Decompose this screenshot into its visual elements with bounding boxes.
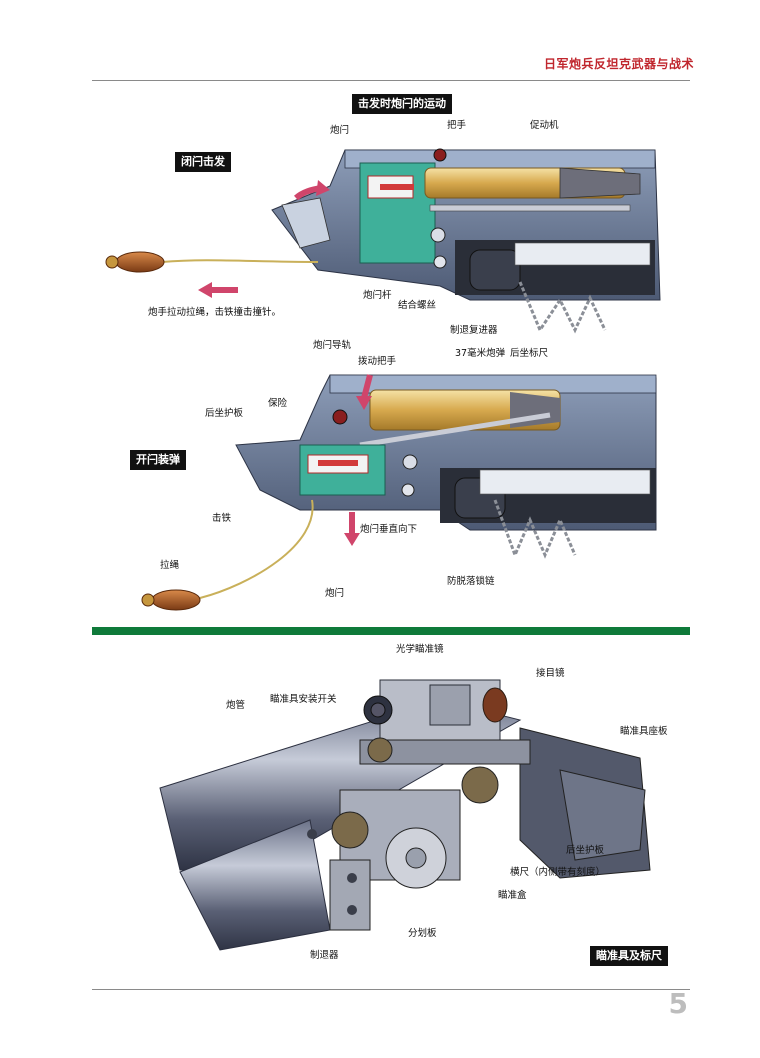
footer-divider (92, 989, 690, 990)
label-actuator: 促动机 (530, 120, 559, 131)
label-breech-drop: 炮闩垂直向下 (360, 524, 418, 535)
label-reticle-plate: 分划板 (408, 928, 437, 939)
label-anti-drop-chain: 防脱落锁链 (447, 576, 495, 587)
section1-tag: 闭闩击发 (175, 152, 231, 172)
label-breech: 炮闩 (330, 125, 350, 136)
label-optical-sight: 光学瞄准镜 (396, 644, 444, 655)
firing-lanyard (105, 251, 319, 273)
loading-lanyard (141, 499, 314, 611)
page-number: 5 (668, 987, 688, 1020)
label-eyepiece: 接目镜 (536, 668, 565, 679)
label-barrel: 炮管 (226, 700, 246, 711)
label-handle: 把手 (447, 120, 467, 131)
section1-title: 击发时炮闩的运动 (352, 94, 452, 114)
label-pull-handle: 拨动把手 (358, 356, 397, 367)
label-sight-mount-switch: 瞄准具安装开关 (270, 694, 337, 705)
section3-tag: 瞄准具及标尺 (590, 946, 668, 966)
label-breech-2: 炮闩 (325, 588, 345, 599)
label-hammer: 击铁 (212, 513, 232, 524)
label-sight-base: 瞄准具座板 (620, 726, 668, 737)
label-recoil-guard-2: 后坐护板 (566, 845, 605, 856)
section2-tag: 开闩装弹 (130, 450, 186, 470)
running-header: 日军炮兵反坦克武器与战术 (543, 57, 694, 71)
label-shell: 37毫米炮弹 (455, 348, 506, 359)
label-joint-screw: 结合螺丝 (398, 300, 437, 311)
label-safety: 保险 (268, 398, 288, 409)
label-cross-scale: 横尺（内侧带有刻度） (510, 867, 606, 878)
pull-direction-arrow (198, 282, 238, 298)
label-recoil-brake: 制退复进器 (450, 325, 498, 336)
label-recoil-guard: 后坐护板 (205, 408, 244, 419)
loading-breech-assembly (235, 374, 657, 560)
firing-breech-assembly (271, 148, 661, 334)
label-breech-lever: 炮闩杆 (363, 290, 392, 301)
header-divider (92, 80, 690, 81)
label-sight-box: 瞄准盒 (498, 890, 527, 901)
section-divider (92, 627, 690, 635)
label-recoil-scale: 后坐标尺 (510, 348, 549, 359)
label-breech-rail: 炮闩导轨 (313, 340, 352, 351)
label-recoil-brake-2: 制退器 (310, 950, 339, 961)
label-lanyard: 拉绳 (160, 560, 180, 571)
gunsight-illustration (159, 679, 651, 951)
gunner-caption: 炮手拉动拉绳，击铁撞击撞针。 (148, 307, 282, 318)
